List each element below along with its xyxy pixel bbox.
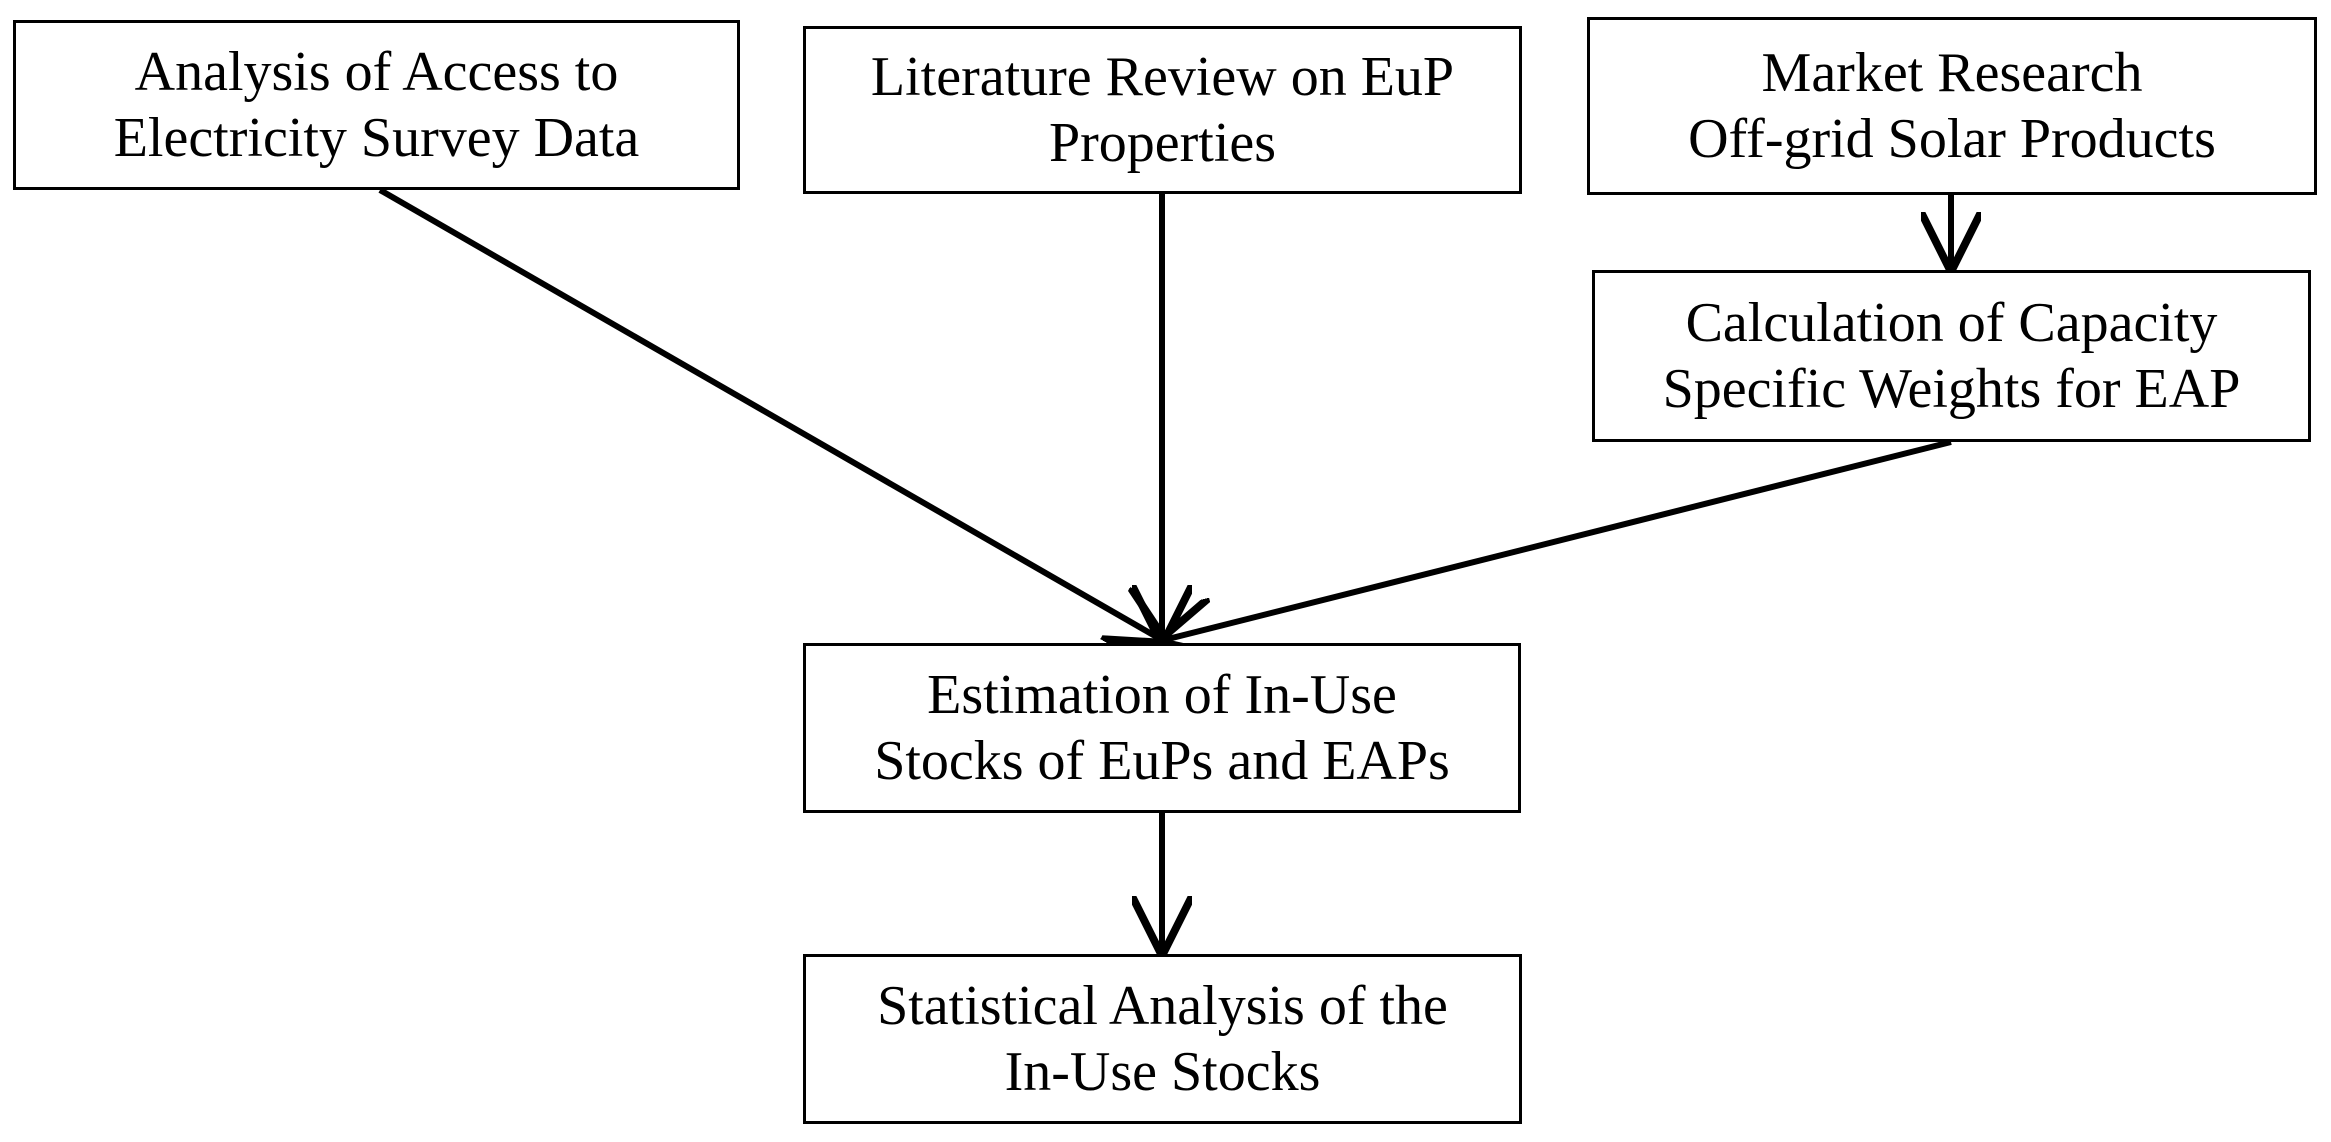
literature-review-line-1: Literature Review on EuP [870,46,1455,108]
stock-estimation-box: Estimation of In-Use Stocks of EuPs and … [803,643,1521,813]
arrow-capacity-to-estimation [1164,439,1952,640]
market-research-box: Market Research Off-grid Solar Products [1587,17,2317,195]
market-research-line-1: Market Research [1761,42,2143,104]
survey-analysis-line-2: Electricity Survey Data [113,107,640,169]
literature-review-line-2: Properties [1048,112,1277,174]
arrow-survey-to-estimation [378,187,1162,640]
capacity-calculation-box: Calculation of Capacity Specific Weights… [1592,270,2311,442]
survey-analysis-box: Analysis of Access to Electricity Survey… [13,20,740,190]
statistical-analysis-line-2: In-Use Stocks [1004,1041,1321,1103]
survey-analysis-line-1: Analysis of Access to [134,41,619,103]
market-research-line-2: Off-grid Solar Products [1688,108,2216,170]
stock-estimation-line-1: Estimation of In-Use [927,664,1397,726]
statistical-analysis-line-1: Statistical Analysis of the [877,975,1448,1037]
capacity-calculation-line-1: Calculation of Capacity [1685,292,2218,354]
literature-review-box: Literature Review on EuP Properties [803,26,1522,194]
stock-estimation-line-2: Stocks of EuPs and EAPs [874,730,1450,792]
capacity-calculation-line-2: Specific Weights for EAP [1662,358,2241,420]
statistical-analysis-box: Statistical Analysis of the In-Use Stock… [803,954,1522,1124]
